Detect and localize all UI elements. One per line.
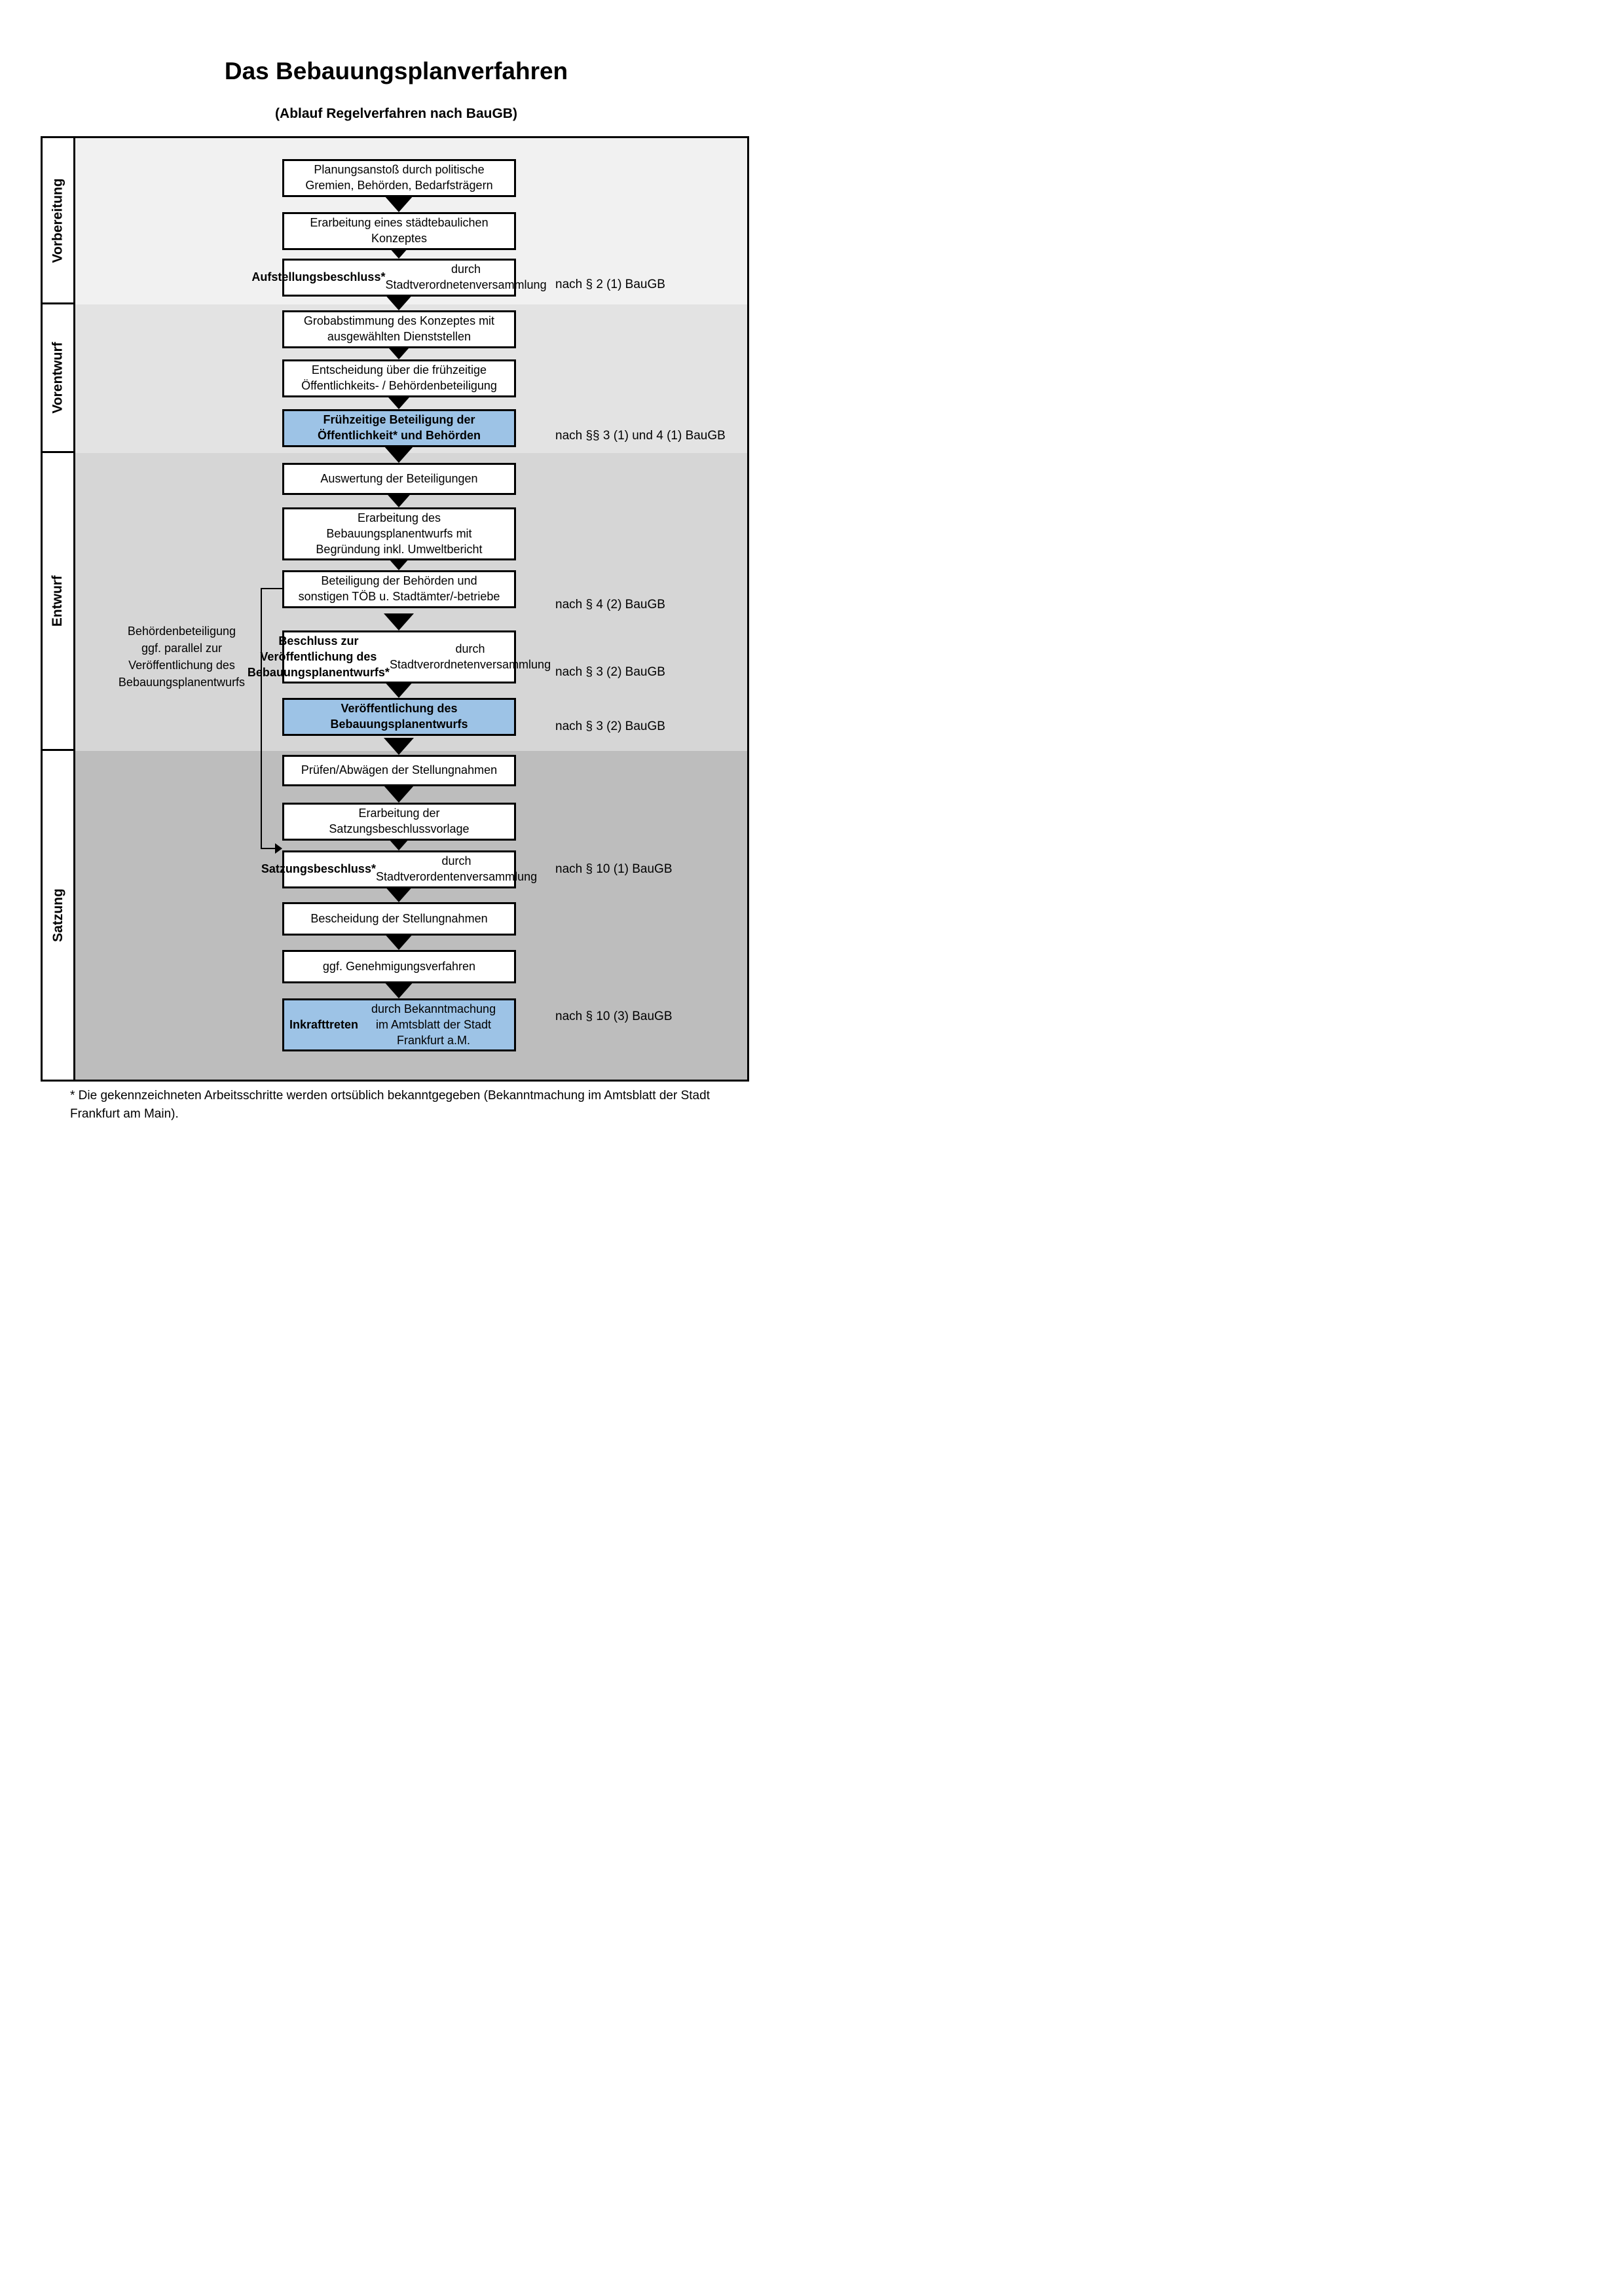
- step-box-genehmigungsverfahren: ggf. Genehmigungsverfahren: [282, 950, 516, 983]
- flowchart-page: Das Bebauungsplanverfahren (Ablauf Regel…: [0, 0, 812, 1148]
- arrow-down-icon: [384, 786, 414, 803]
- step-box-veroeffentlichungsbeschluss: Beschluss zur Veröffentlichung des Bebau…: [248, 630, 551, 684]
- legal-ref: nach § 3 (2) BauGB: [555, 720, 665, 733]
- legal-ref: nach § 2 (1) BauGB: [555, 278, 665, 291]
- legal-ref: nach § 3 (2) BauGB: [555, 665, 665, 679]
- phase-label-satzung: Satzung: [43, 751, 75, 1080]
- phase-label-text: Entwurf: [50, 575, 65, 627]
- legal-ref: nach § 10 (3) BauGB: [555, 1010, 673, 1023]
- step-box-planungsanstoss: Planungsanstoß durch politische Gremien,…: [282, 159, 516, 197]
- step-box-bescheidung: Bescheidung der Stellungnahmen: [282, 902, 516, 936]
- step-box-pruefen-abwaegen: Prüfen/Abwägen der Stellungnahmen: [282, 755, 516, 786]
- diagram-subtitle: (Ablauf Regelverfahren nach BauGB): [275, 106, 517, 121]
- step-box-veroeffentlichung: Veröffentlichung des Bebauungsplanentwur…: [282, 698, 516, 736]
- arrow-down-icon: [384, 195, 414, 212]
- step-box-aufstellungsbeschluss: Aufstellungsbeschluss* durch Stadtverord…: [251, 259, 547, 297]
- step-box-fruehzeitige-beteiligung: Frühzeitige Beteiligung der Öffentlichke…: [282, 409, 516, 447]
- footnote: * Die gekennzeichneten Arbeitsschritte w…: [70, 1089, 710, 1121]
- arrow-down-icon: [384, 933, 414, 950]
- legal-ref: nach §§ 3 (1) und 4 (1) BauGB: [555, 429, 726, 443]
- bracket-line-vertical: [261, 588, 262, 849]
- arrow-down-icon: [384, 681, 414, 698]
- phase-label-text: Satzung: [50, 888, 65, 942]
- bracket-line-top: [261, 588, 282, 589]
- arrow-down-icon: [384, 446, 414, 463]
- step-box-behoerdenbeteiligung: Beteiligung der Behörden und sonstigen T…: [282, 570, 516, 608]
- arrow-down-icon: [384, 613, 414, 630]
- bracket-line-bottom: [261, 848, 276, 849]
- step-box-konzept-erarbeitung: Erarbeitung eines städtebaulichen Konzep…: [282, 212, 516, 250]
- side-note-parallel-beteiligung: Behördenbeteiligung ggf. parallel zur Ve…: [118, 625, 246, 689]
- diagram-title: Das Bebauungsplanverfahren: [224, 58, 568, 84]
- step-box-grobabstimmung: Grobabstimmung des Konzeptes mit ausgewä…: [282, 310, 516, 348]
- bracket-arrowhead-icon: [275, 843, 282, 854]
- phase-label-text: Vorentwurf: [50, 342, 65, 414]
- step-box-satzungsbeschluss: Satzungsbeschluss* durch Stadtverordente…: [261, 850, 537, 888]
- phase-label-vorentwurf: Vorentwurf: [43, 304, 75, 453]
- step-box-inkrafttreten: Inkrafttreten durch Bekanntmachung im Am…: [282, 998, 516, 1052]
- legal-ref: nach § 4 (2) BauGB: [555, 598, 665, 611]
- arrow-down-icon: [384, 981, 414, 998]
- step-box-auswertung: Auswertung der Beteiligungen: [282, 463, 516, 495]
- flowchart-frame: Vorbereitung Vorentwurf Entwurf Satzung …: [41, 136, 749, 1082]
- arrow-down-icon: [384, 738, 414, 755]
- step-box-entscheidung-beteiligung: Entscheidung über die frühzeitige Öffent…: [282, 359, 516, 397]
- phase-label-text: Vorbereitung: [50, 177, 65, 263]
- step-box-satzungsvorlage: Erarbeitung der Satzungsbeschlussvorlage: [282, 803, 516, 841]
- step-box-entwurf-erarbeitung: Erarbeitung des Bebauungsplanentwurfs mi…: [282, 507, 516, 561]
- phase-label-vorbereitung: Vorbereitung: [43, 138, 75, 304]
- phase-label-entwurf: Entwurf: [43, 453, 75, 751]
- legal-ref: nach § 10 (1) BauGB: [555, 862, 673, 876]
